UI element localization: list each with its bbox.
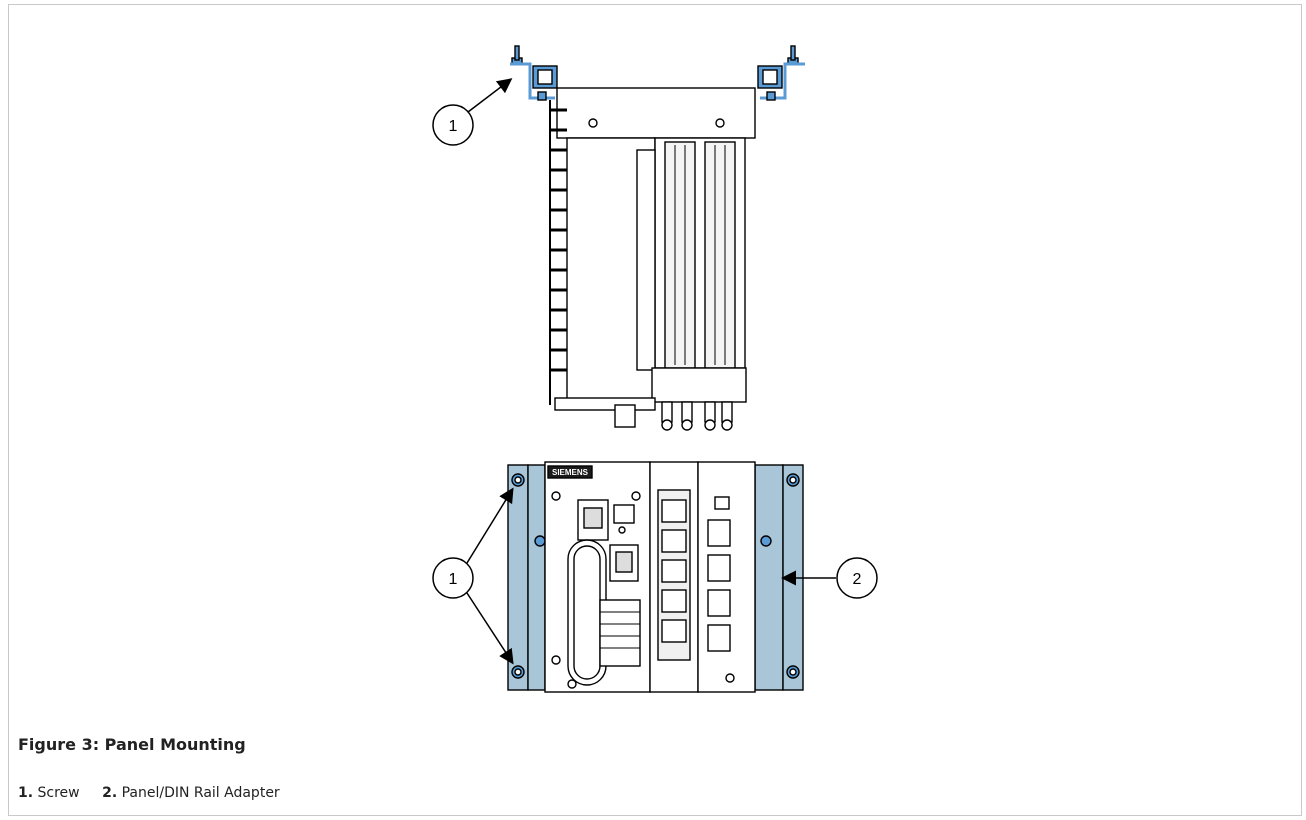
device-front-view: SIEMENS	[507, 461, 804, 693]
bottom-connectors	[661, 401, 733, 431]
svg-text:1: 1	[449, 118, 458, 135]
device-side-view	[510, 45, 805, 431]
callout-1-top: 1	[432, 78, 513, 146]
figure-caption: Figure 3: Panel Mounting	[18, 735, 246, 754]
figure-legend: 1. Screw 2. Panel/DIN Rail Adapter	[18, 785, 298, 801]
svg-text:1: 1	[449, 571, 458, 588]
callout-2: 2	[781, 557, 878, 599]
legend-item-adapter: 2. Panel/DIN Rail Adapter	[102, 785, 280, 801]
svg-text:2: 2	[853, 571, 862, 588]
svg-text:SIEMENS: SIEMENS	[552, 468, 589, 477]
top-right-bracket	[757, 45, 805, 101]
left-adapter	[507, 464, 546, 691]
panel-mounting-illustration: 1 SIEMENS	[432, 45, 878, 693]
heatsink-fins	[550, 108, 567, 372]
callout-1-front: 1	[432, 487, 514, 665]
top-left-bracket	[510, 45, 558, 101]
legend-item-screw: 1. Screw	[18, 785, 80, 801]
